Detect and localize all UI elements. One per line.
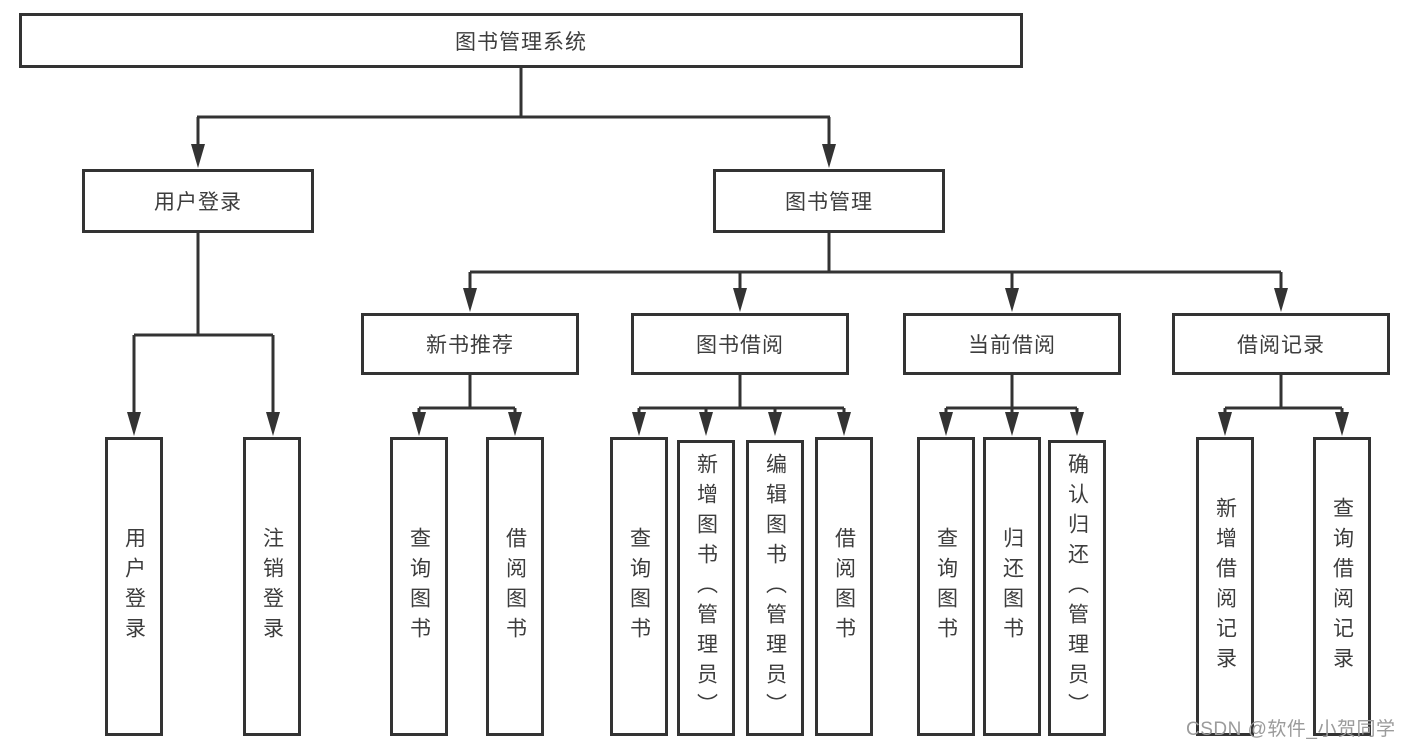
- node-label: 新增借阅记录: [1213, 496, 1237, 677]
- csdn-watermark: CSDN @软件_小贺同学: [1186, 719, 1396, 740]
- node-label: 查询图书: [407, 526, 431, 647]
- node-label: 查询借阅记录: [1330, 496, 1354, 677]
- node-label: 用户登录: [122, 526, 146, 647]
- leaf-confirm-return-admin: 确认归还（管理员）: [1048, 440, 1106, 736]
- leaf-query-books-current: 查询图书: [917, 437, 975, 736]
- node-label: 图书借阅: [696, 334, 784, 357]
- node-book-borrowing: 图书借阅: [631, 313, 849, 375]
- node-label: 借阅记录: [1237, 334, 1325, 357]
- leaf-user-login: 用户登录: [105, 437, 163, 736]
- node-label: 图书管理系统: [455, 30, 587, 54]
- node-label: 借阅图书: [832, 526, 856, 647]
- node-label: 新增图书（管理员）: [694, 453, 718, 723]
- node-label: 新书推荐: [426, 334, 514, 357]
- node-label: 当前借阅: [968, 334, 1056, 357]
- leaf-query-borrow-record: 查询借阅记录: [1313, 437, 1371, 736]
- leaf-borrow-books: 借阅图书: [815, 437, 873, 736]
- node-current-borrowing: 当前借阅: [903, 313, 1121, 375]
- node-label: 注销登录: [260, 526, 284, 647]
- node-new-book-recommend: 新书推荐: [361, 313, 579, 375]
- node-borrowing-records: 借阅记录: [1172, 313, 1390, 375]
- node-label: 查询图书: [934, 526, 958, 647]
- leaf-borrow-books-recommend: 借阅图书: [486, 437, 544, 736]
- node-user-login: 用户登录: [82, 169, 314, 233]
- node-root-system: 图书管理系统: [19, 13, 1023, 68]
- node-label: 确认归还（管理员）: [1065, 453, 1089, 723]
- node-label: 图书管理: [785, 191, 873, 214]
- node-label: 归还图书: [1000, 526, 1024, 647]
- leaf-query-books: 查询图书: [610, 437, 668, 736]
- node-label: 编辑图书（管理员）: [763, 453, 787, 723]
- node-label: 查询图书: [627, 526, 651, 647]
- node-label: 用户登录: [154, 191, 242, 214]
- arrow-down-icons: [127, 144, 1349, 436]
- leaf-add-borrow-record: 新增借阅记录: [1196, 437, 1254, 736]
- leaf-add-books-admin: 新增图书（管理员）: [677, 440, 735, 736]
- leaf-logout: 注销登录: [243, 437, 301, 736]
- node-label: 借阅图书: [503, 526, 527, 647]
- leaf-query-books-recommend: 查询图书: [390, 437, 448, 736]
- leaf-edit-books-admin: 编辑图书（管理员）: [746, 440, 804, 736]
- leaf-return-books: 归还图书: [983, 437, 1041, 736]
- node-book-management: 图书管理: [713, 169, 945, 233]
